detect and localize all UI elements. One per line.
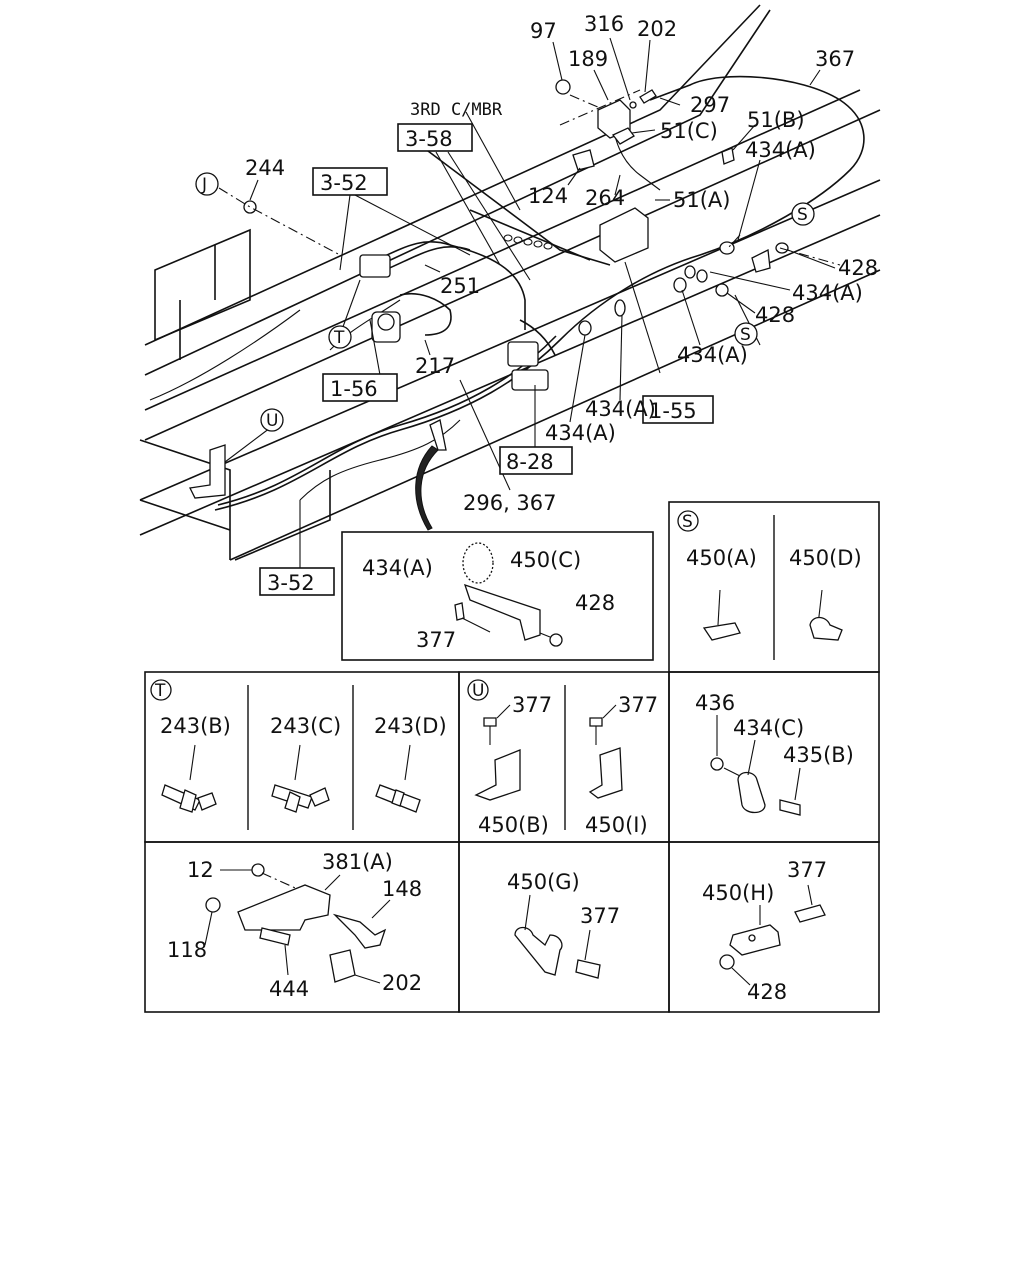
svg-text:450(D): 450(D)	[789, 546, 862, 570]
svg-text:243(B): 243(B)	[160, 714, 231, 738]
svg-text:450(G): 450(G)	[507, 870, 580, 894]
marker-j: J	[195, 172, 219, 196]
svg-text:264: 264	[585, 186, 625, 210]
svg-text:316: 316	[584, 12, 624, 36]
svg-text:189: 189	[568, 47, 608, 71]
svg-text:U: U	[266, 411, 278, 431]
svg-text:T: T	[154, 681, 166, 701]
marker-u: U	[260, 408, 284, 432]
svg-text:377: 377	[787, 858, 827, 882]
svg-text:436: 436	[695, 691, 735, 715]
svg-text:377: 377	[580, 904, 620, 928]
marker-s-mid: S	[734, 322, 758, 346]
svg-text:450(I): 450(I)	[585, 813, 648, 837]
svg-text:428: 428	[838, 256, 878, 280]
ref-box-3-58: 3-58	[397, 123, 473, 152]
marker-s-top: S	[791, 202, 815, 226]
svg-text:434(A): 434(A)	[362, 556, 433, 580]
clip-small-parts	[243, 79, 789, 451]
svg-text:244: 244	[245, 156, 285, 180]
svg-text:243(D): 243(D)	[374, 714, 447, 738]
svg-text:435(B): 435(B)	[783, 743, 854, 767]
svg-text:377: 377	[416, 628, 456, 652]
svg-text:3-58: 3-58	[405, 127, 453, 151]
ref-box-3-52-top: 3-52	[312, 167, 388, 196]
svg-text:124: 124	[528, 184, 568, 208]
svg-text:297: 297	[690, 93, 730, 117]
svg-text:202: 202	[637, 17, 677, 41]
ref-box-1-55: 1-55	[642, 395, 714, 424]
ref-box-8-28: 8-28	[499, 446, 573, 475]
svg-text:251: 251	[440, 274, 480, 298]
svg-text:377: 377	[618, 693, 658, 717]
svg-text:97: 97	[530, 19, 557, 43]
tee-fitting-c	[271, 784, 330, 813]
svg-text:296, 367: 296, 367	[463, 491, 557, 515]
panel-450g: 450(G) 377	[458, 841, 670, 1013]
svg-text:381(A): 381(A)	[322, 850, 393, 874]
svg-text:434(C): 434(C)	[733, 716, 804, 740]
main-exploded-view: 3-58 3-52 1-56 1-55 8-28 3-52 J T	[139, 4, 881, 596]
main-part-labels: 97 316 202 189 367 297 51(C) 51(B) 434(A…	[245, 12, 878, 515]
svg-text:202: 202	[382, 971, 422, 995]
svg-text:377: 377	[512, 693, 552, 717]
svg-text:434(A): 434(A)	[585, 397, 656, 421]
detail-callout-arrow	[415, 445, 439, 531]
svg-text:434(A): 434(A)	[745, 138, 816, 162]
svg-text:367: 367	[815, 47, 855, 71]
label-leaders	[224, 37, 836, 568]
svg-text:J: J	[201, 175, 207, 195]
svg-text:444: 444	[269, 977, 309, 1001]
clamp-left-u	[189, 444, 226, 499]
svg-text:434(A): 434(A)	[792, 281, 863, 305]
svg-text:243(C): 243(C)	[270, 714, 341, 738]
svg-text:S: S	[740, 325, 751, 345]
panel-s: S 450(A) 450(D)	[668, 501, 880, 673]
svg-text:148: 148	[382, 877, 422, 901]
chassis-frame	[139, 4, 881, 561]
svg-text:S: S	[682, 512, 693, 532]
svg-text:428: 428	[747, 980, 787, 1004]
svg-text:3-52: 3-52	[267, 571, 315, 595]
svg-text:450(C): 450(C)	[510, 548, 581, 572]
valve-assembly	[359, 254, 401, 343]
leader-lines	[218, 89, 841, 266]
svg-text:8-28: 8-28	[506, 450, 554, 474]
junction-block	[507, 341, 549, 391]
svg-text:434(A): 434(A)	[677, 343, 748, 367]
panel-450h: 450(H) 377 428	[668, 841, 880, 1013]
ref-box-3-52-bottom: 3-52	[259, 567, 335, 596]
svg-text:51(A): 51(A)	[673, 188, 730, 212]
detail-clamp-panel: 434(A) 450(C) 428 377	[341, 531, 654, 661]
crossmember-holes	[503, 234, 553, 250]
ref-box-1-56: 1-56	[322, 373, 398, 402]
svg-text:1-56: 1-56	[330, 377, 378, 401]
svg-text:428: 428	[575, 591, 615, 615]
panel-bracket: 12 381(A) 148 118 444 202	[144, 841, 460, 1013]
svg-text:1-55: 1-55	[649, 399, 697, 423]
svg-text:428: 428	[755, 303, 795, 327]
panel-436: 436 434(C) 435(B)	[668, 671, 880, 843]
svg-text:3RD C/MBR: 3RD C/MBR	[410, 100, 503, 120]
panel-t: T 243(B) 243(C) 243(D)	[144, 671, 460, 843]
marker-t: T	[328, 325, 352, 349]
svg-text:51(B): 51(B)	[747, 108, 805, 132]
fuel-sender	[599, 207, 649, 263]
svg-text:S: S	[797, 205, 808, 225]
panel-u: U 377 377 450(B) 450(I)	[458, 671, 670, 843]
svg-text:217: 217	[415, 354, 455, 378]
svg-text:450(H): 450(H)	[702, 881, 774, 905]
svg-text:51(C): 51(C)	[660, 119, 718, 143]
svg-text:3-52: 3-52	[320, 171, 368, 195]
svg-text:434(A): 434(A)	[545, 421, 616, 445]
tee-fitting-b	[161, 784, 217, 813]
svg-text:118: 118	[167, 938, 207, 962]
svg-text:T: T	[333, 328, 345, 348]
svg-text:450(A): 450(A)	[686, 546, 757, 570]
svg-text:450(B): 450(B)	[478, 813, 549, 837]
svg-text:12: 12	[187, 858, 214, 882]
straight-fitting-d	[375, 784, 421, 813]
svg-text:U: U	[472, 681, 484, 701]
